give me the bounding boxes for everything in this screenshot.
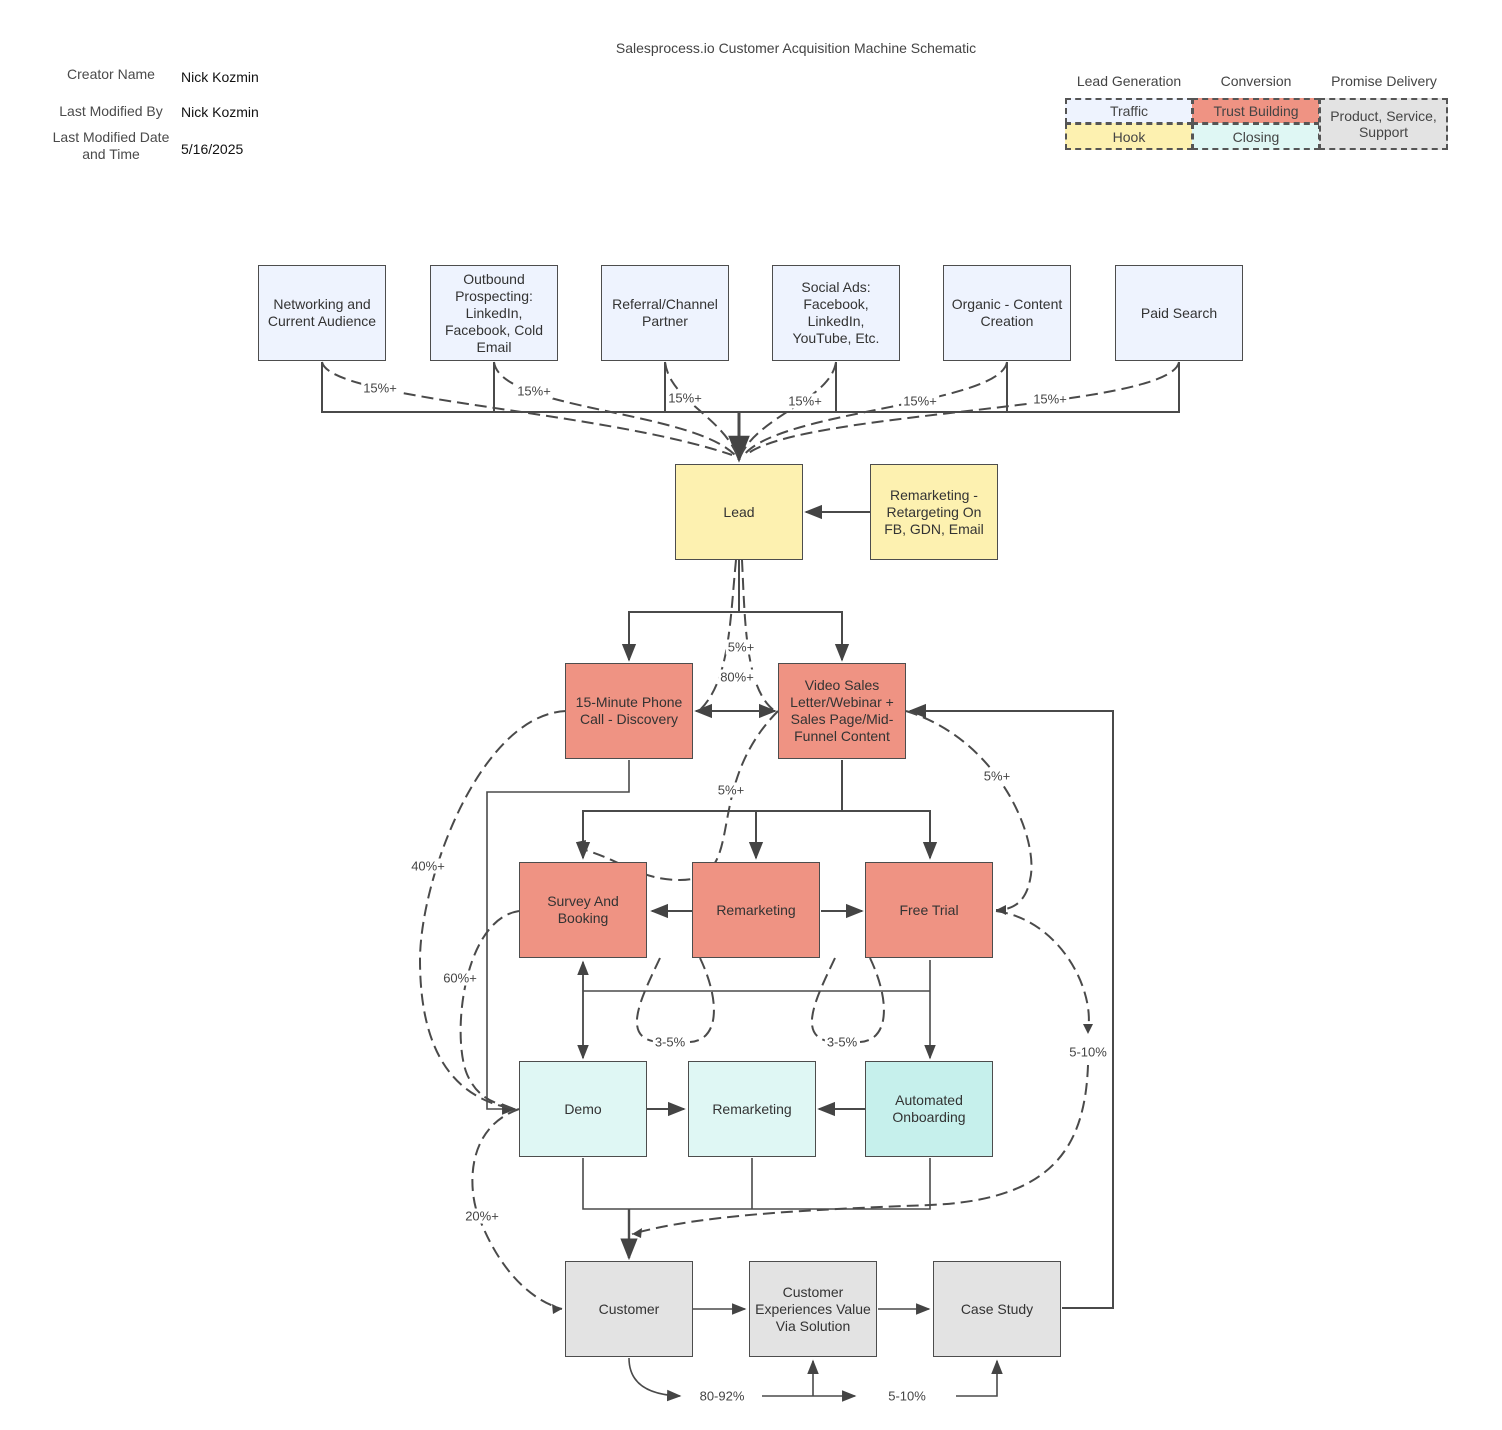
edge-label-trial-customer: 5-10%: [1067, 1044, 1109, 1060]
node-survey-and-booking[interactable]: Survey And Booking: [519, 862, 647, 958]
node-phone-call-discovery[interactable]: 15-Minute Phone Call - Discovery: [565, 663, 693, 759]
page-title: Salesprocess.io Customer Acquisition Mac…: [615, 40, 977, 56]
last-modified-by-label: Last Modified By: [59, 103, 163, 119]
legend-closing: Closing: [1192, 123, 1320, 150]
legend-promise-delivery-heading: Promise Delivery: [1331, 73, 1437, 89]
edge-label-survey-demo: 60%+: [441, 970, 479, 986]
edge-label-paid-search: 15%+: [1031, 391, 1069, 407]
creator-name-value: Nick Kozmin: [181, 69, 259, 85]
node-demo[interactable]: Demo: [519, 1061, 647, 1157]
edge-label-customer-experience: 80-92%: [697, 1388, 747, 1404]
node-remarketing-retargeting[interactable]: Remarketing - Retargeting On FB, GDN, Em…: [870, 464, 998, 560]
node-organic-content-creation[interactable]: Organic - Content Creation: [943, 265, 1071, 361]
node-remarketing-mid[interactable]: Remarketing: [692, 862, 820, 958]
last-modified-date-label: Last Modified Date and Time: [52, 129, 170, 162]
node-networking-current-audience[interactable]: Networking and Current Audience: [258, 265, 386, 361]
node-remarketing-closing[interactable]: Remarketing: [688, 1061, 816, 1157]
edge-label-organic: 15%+: [901, 393, 939, 409]
edge-label-remarketing-left-loop: 3-5%: [652, 1034, 688, 1050]
edge-label-experience-case-study: 5-10%: [886, 1388, 928, 1404]
node-outbound-prospecting[interactable]: Outbound Prospecting: LinkedIn, Facebook…: [430, 265, 558, 361]
edge-label-phone-demo: 40%+: [409, 858, 447, 874]
node-referral-channel-partner[interactable]: Referral/Channel Partner: [601, 265, 729, 361]
legend-trust-building: Trust Building: [1192, 98, 1320, 124]
edge-label-networking: 15%+: [361, 380, 399, 396]
legend-lead-generation-heading: Lead Generation: [1076, 73, 1182, 89]
legend-hook: Hook: [1065, 123, 1193, 150]
edge-label-lead-vsl: 5%+: [725, 639, 757, 655]
last-modified-date-value: 5/16/2025: [181, 141, 244, 157]
legend-conversion-heading: Conversion: [1220, 73, 1292, 89]
creator-name-label: Creator Name: [67, 66, 155, 82]
last-modified-by-value: Nick Kozmin: [181, 104, 259, 120]
legend-product-service-support: Product, Service, Support: [1319, 98, 1448, 150]
node-automated-onboarding[interactable]: Automated Onboarding: [865, 1061, 993, 1157]
edge-label-referral: 15%+: [666, 390, 704, 406]
edge-label-social: 15%+: [786, 393, 824, 409]
node-video-sales-letter[interactable]: Video Sales Letter/Webinar + Sales Page/…: [778, 663, 906, 759]
edge-label-vsl-survey: 5%+: [715, 782, 747, 798]
edge-label-demo-customer: 20%+: [463, 1208, 501, 1224]
node-case-study[interactable]: Case Study: [933, 1261, 1061, 1357]
edge-label-remarketing-right-loop: 3-5%: [824, 1034, 860, 1050]
node-customer[interactable]: Customer: [565, 1261, 693, 1357]
edge-label-vsl-trial: 5%+: [981, 768, 1013, 784]
node-customer-experiences-value[interactable]: Customer Experiences Value Via Solution: [749, 1261, 877, 1357]
node-paid-search[interactable]: Paid Search: [1115, 265, 1243, 361]
node-free-trial[interactable]: Free Trial: [865, 862, 993, 958]
edge-label-lead-phone: 80%+: [718, 669, 756, 685]
node-lead[interactable]: Lead: [675, 464, 803, 560]
node-social-ads[interactable]: Social Ads: Facebook, LinkedIn, YouTube,…: [772, 265, 900, 361]
edge-label-outbound: 15%+: [515, 383, 553, 399]
